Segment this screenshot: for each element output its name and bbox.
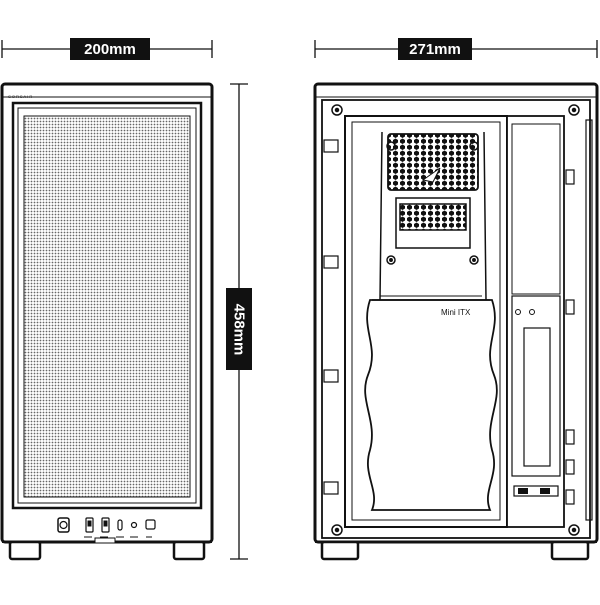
front-io-panel (57, 517, 156, 538)
usb-a-port-icon (101, 517, 110, 533)
brand-mark: CORSAIR (8, 94, 34, 99)
power-button-icon (59, 520, 68, 530)
usb-c-port-icon (117, 519, 123, 531)
front-view (0, 82, 214, 561)
usb-a-port-icon (85, 517, 94, 533)
corner-screws (331, 104, 580, 536)
audio-jack-icon (145, 519, 156, 530)
fan-mount (379, 131, 487, 301)
reset-button-icon (130, 521, 138, 529)
front-foot-right (172, 540, 206, 561)
side-view (313, 82, 599, 561)
height-label-text: 458mm (230, 303, 248, 355)
rear-brackets (565, 119, 593, 521)
front-mesh (23, 115, 191, 498)
corsair-logo-icon (421, 167, 441, 183)
width-label: 200mm (70, 38, 150, 60)
side-foot-left (320, 540, 360, 561)
psu-chamber (506, 115, 565, 528)
side-foot-right (550, 540, 590, 561)
mini-itx-board (364, 295, 498, 511)
motherboard-label: Mini ITX (441, 308, 471, 317)
depth-label: 271mm (398, 38, 472, 60)
height-label: 458mm (226, 288, 252, 370)
front-foot-left (8, 540, 42, 561)
